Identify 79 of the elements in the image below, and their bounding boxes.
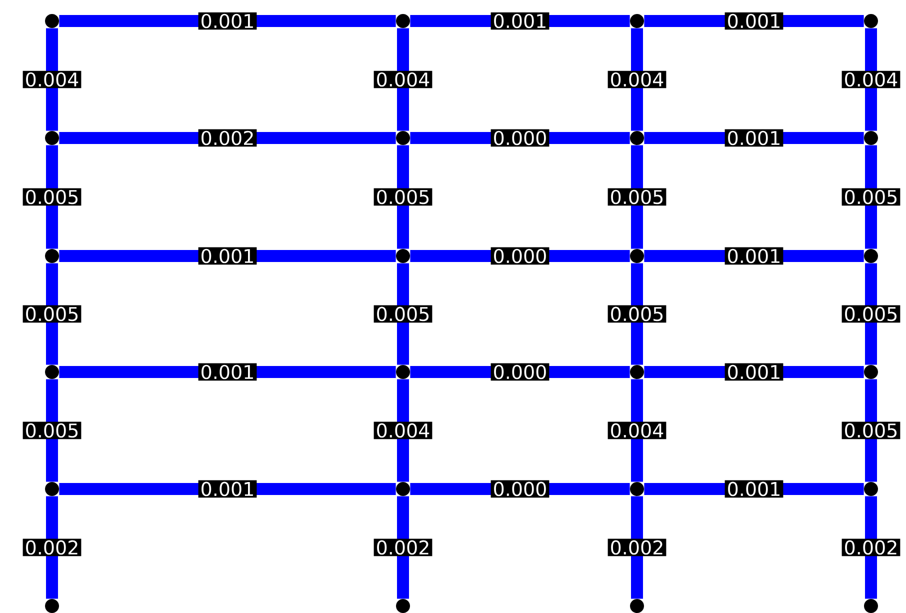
joint-dot [396, 365, 410, 379]
beam-line [46, 263, 58, 365]
joint-dot [45, 482, 59, 496]
beam-line [865, 28, 877, 131]
joint-dot [864, 482, 878, 496]
edge-label: 0.002 [611, 540, 662, 555]
joint-dot [396, 131, 410, 145]
beam-line [865, 263, 877, 365]
beam-line [397, 145, 409, 249]
edge-label: 0.004 [26, 72, 78, 87]
beam-line [46, 496, 58, 599]
joint-dot [396, 14, 410, 28]
edge-label: 0.002 [26, 540, 78, 555]
edge-label: 0.005 [611, 306, 663, 322]
beam-line [631, 145, 643, 249]
beam-line [397, 379, 409, 482]
edge-label: 0.005 [377, 190, 429, 204]
edge-label: 0.001 [494, 14, 546, 28]
edge-label: 0.001 [728, 130, 780, 146]
joint-dot [45, 14, 59, 28]
joint-dot [630, 482, 644, 496]
edge-label: 0.005 [845, 306, 897, 322]
beam-line [631, 28, 643, 131]
edge-label: 0.004 [611, 423, 664, 438]
joint-dot [45, 365, 59, 379]
edge-label: 0.005 [377, 306, 429, 322]
joint-dot [864, 131, 878, 145]
beam-line [631, 496, 643, 599]
beam-line [397, 496, 409, 599]
joint-dot [864, 249, 878, 263]
beam-line [46, 28, 58, 131]
edge-label: 0.005 [26, 306, 78, 322]
joint-dot [630, 131, 644, 145]
joint-dot [45, 131, 59, 145]
joint-dot [864, 14, 878, 28]
edge-label: 0.004 [377, 423, 430, 438]
beam-line [46, 379, 58, 482]
joint-dot [45, 599, 59, 613]
edge-label: 0.001 [202, 364, 253, 380]
edge-label: 0.005 [845, 423, 897, 438]
edge-label: 0.005 [845, 190, 897, 204]
edge-label: 0.002 [202, 130, 253, 146]
joint-dot [630, 365, 644, 379]
edge-label: 0.002 [845, 540, 896, 555]
edge-label: 0.001 [202, 482, 253, 496]
beam-line [631, 379, 643, 482]
joint-dot [630, 14, 644, 28]
joint-dot [630, 599, 644, 613]
beam-line [865, 379, 877, 482]
joint-dot [864, 599, 878, 613]
beam-line [397, 263, 409, 365]
edge-label: 0.000 [494, 364, 546, 380]
joint-dot [396, 249, 410, 263]
beam-line [631, 263, 643, 365]
edge-label: 0.001 [728, 482, 780, 496]
joint-dot [396, 482, 410, 496]
edge-label: 0.001 [202, 248, 253, 264]
edge-label: 0.001 [728, 364, 780, 380]
edge-label: 0.000 [494, 482, 546, 496]
edge-label: 0.001 [728, 248, 780, 264]
edge-label: 0.000 [494, 130, 546, 146]
beam-line [865, 145, 877, 249]
beam-line [397, 28, 409, 131]
joint-dot [864, 365, 878, 379]
joint-dot [396, 599, 410, 613]
edge-label: 0.004 [377, 72, 430, 87]
edge-label: 0.005 [611, 190, 663, 204]
edge-label: 0.005 [26, 423, 78, 438]
beam-line [46, 145, 58, 249]
joint-dot [45, 249, 59, 263]
edge-label: 0.002 [377, 540, 428, 555]
edge-label: 0.004 [611, 72, 664, 87]
edge-label: 0.001 [202, 14, 253, 28]
edge-label: 0.005 [26, 190, 78, 204]
edge-label: 0.004 [845, 72, 898, 87]
beam-line [865, 496, 877, 599]
edge-label: 0.000 [494, 248, 546, 264]
joint-dot [630, 249, 644, 263]
edge-label: 0.001 [728, 14, 780, 28]
